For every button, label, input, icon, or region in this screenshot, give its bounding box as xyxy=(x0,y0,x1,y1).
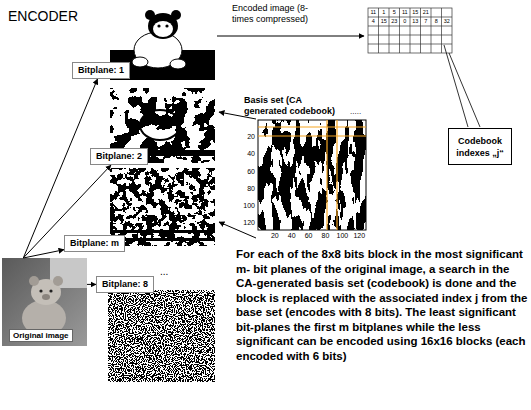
axis-number: 20 xyxy=(236,133,255,141)
axis-number: 20 xyxy=(265,232,285,240)
diagram-title: ENCODER xyxy=(8,8,78,24)
node-text: Bitplane: 1 xyxy=(78,65,124,76)
bitplane-1-image-part xyxy=(157,24,160,27)
axis-number: 0 xyxy=(400,17,411,26)
description-note: For each of the 8x8 bits block in the mo… xyxy=(236,247,528,363)
axis-number: 100 xyxy=(236,202,255,210)
arrow-connector xyxy=(23,79,97,258)
node-text: Bitplane: 8 xyxy=(102,279,148,290)
annotation-label: ..... xyxy=(350,107,370,116)
axis-number: 4 xyxy=(368,17,379,26)
bitplane-label: Bitplane: 1 xyxy=(72,62,130,79)
bitplane-m-image xyxy=(110,168,215,246)
axis-number: 23 xyxy=(389,17,400,26)
callout-box: Codebook indexes „j“ xyxy=(448,128,512,165)
index-grid-part xyxy=(368,8,452,53)
codebook-image-part xyxy=(258,120,366,230)
index-grid-part xyxy=(368,17,452,18)
leader-lines-part xyxy=(449,53,480,127)
annotation-label: ... xyxy=(160,266,180,277)
axis-number: 80 xyxy=(236,185,255,193)
axis-number: 80 xyxy=(316,232,336,240)
bitplane-m-image-part xyxy=(110,168,215,246)
bitplane-1-image-part xyxy=(171,10,181,20)
index-grid-part xyxy=(420,8,421,53)
axis-number: 40 xyxy=(282,232,302,240)
bitplane-2-image-part xyxy=(140,110,180,140)
index-grid-part xyxy=(399,8,400,53)
index-grid xyxy=(368,8,452,53)
bitplane-8-image-part xyxy=(108,290,215,382)
axis-number: 40 xyxy=(236,150,255,158)
bitplane-label: Bitplane: 8 xyxy=(96,276,154,293)
axis-number: 120 xyxy=(349,232,369,240)
annotation-label: Encoded image (8-times compressed) xyxy=(232,3,328,25)
codebook-crosshair-part xyxy=(326,120,327,230)
node-text: Codebook indexes „j“ xyxy=(453,135,507,159)
bitplane-1-image-part xyxy=(132,57,148,67)
original-photo-part xyxy=(53,276,63,286)
index-grid-part xyxy=(368,35,452,36)
axis-number: 32 xyxy=(442,17,453,26)
bitplane-1-image-part xyxy=(145,10,155,20)
bitplane-label: Bitplane: m xyxy=(64,235,125,252)
codebook-crosshair-part xyxy=(258,126,366,127)
axis-number: 21 xyxy=(421,8,432,17)
index-grid-part xyxy=(441,8,442,53)
codebook-image-part xyxy=(258,120,366,230)
index-grid-part xyxy=(368,44,452,45)
original-photo-part xyxy=(2,258,87,346)
index-grid-part xyxy=(378,8,379,53)
axis-number: 7 xyxy=(421,17,432,26)
bitplane-1-image-part xyxy=(170,59,186,69)
bitplane-1-image-part xyxy=(165,24,168,27)
index-grid-part xyxy=(431,8,432,53)
flow-arrows xyxy=(217,36,364,238)
flow-arrows-part xyxy=(217,36,364,37)
original-photo-part xyxy=(42,294,50,300)
bitplane-8-image-part xyxy=(108,290,215,382)
axis-number: 15 xyxy=(379,17,390,26)
codebook-crosshair-part xyxy=(258,135,366,136)
axis-number: 100 xyxy=(332,232,352,240)
node-text: Original image xyxy=(9,329,73,342)
axis-number: 120 xyxy=(236,219,255,227)
codebook-crosshair xyxy=(258,120,366,230)
codebook-image-part xyxy=(258,120,366,230)
node-text: Bitplane: 2 xyxy=(96,151,142,162)
axis-number: 11 xyxy=(368,8,379,17)
axis-number: 11 xyxy=(400,8,411,17)
bitplane-m-image-part xyxy=(110,168,215,246)
leader-lines-part xyxy=(444,45,468,127)
annotation-label: Basis set (CA generated codebook) xyxy=(244,95,344,117)
axis-number: 5 xyxy=(389,8,400,17)
bitplane-m-image-part xyxy=(110,238,215,241)
node-text: Bitplane: m xyxy=(70,238,119,249)
axis-number: 13 xyxy=(410,17,421,26)
axis-number: 1 xyxy=(379,8,390,17)
leader-lines xyxy=(444,45,480,127)
codebook-image xyxy=(258,120,366,230)
original-photo xyxy=(2,258,87,346)
axis-number: 15 xyxy=(410,8,421,17)
original-photo-part xyxy=(50,258,87,288)
axis-number: 60 xyxy=(299,232,319,240)
bitplane-m-image-part xyxy=(110,230,215,233)
image-label-box: Original image xyxy=(2,258,87,346)
axis-number: 60 xyxy=(236,168,255,176)
bitplane-label: Bitplane: 2 xyxy=(90,148,148,165)
arrow-connector xyxy=(87,284,96,285)
codebook-crosshair-part xyxy=(336,120,337,230)
index-grid-part xyxy=(389,8,390,53)
axis-number: 8 xyxy=(431,17,442,26)
index-grid-part xyxy=(410,8,411,53)
bitplane-8-image xyxy=(108,290,215,382)
original-photo-part xyxy=(49,289,52,292)
bitplane-1-image-part xyxy=(153,21,173,37)
original-photo-part xyxy=(29,276,39,286)
arrow-connector xyxy=(23,250,64,258)
original-photo-part xyxy=(39,289,42,292)
index-grid-part xyxy=(368,26,452,27)
